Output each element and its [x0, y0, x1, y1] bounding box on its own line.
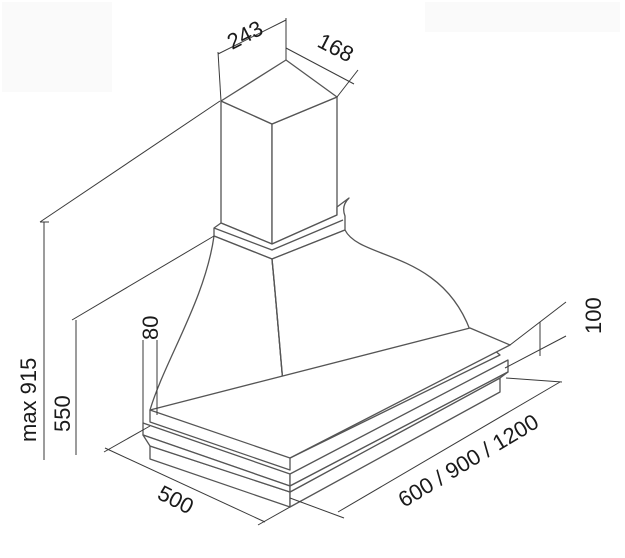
chimney-front-face	[220, 100, 273, 245]
label-height-80: 80	[138, 316, 163, 340]
label-depth-500: 500	[154, 480, 198, 519]
hood-body	[142, 59, 511, 508]
label-canopy-height: 100	[581, 297, 606, 334]
label-height-550: 550	[50, 395, 75, 432]
label-max-height: max 915	[16, 358, 41, 442]
chimney-collar	[213, 197, 350, 260]
label-chimney-depth: 168	[314, 28, 358, 67]
faint-background-marks	[2, 2, 620, 92]
base-tray-side-mid	[289, 371, 509, 493]
dimension-lines	[39, 18, 567, 526]
